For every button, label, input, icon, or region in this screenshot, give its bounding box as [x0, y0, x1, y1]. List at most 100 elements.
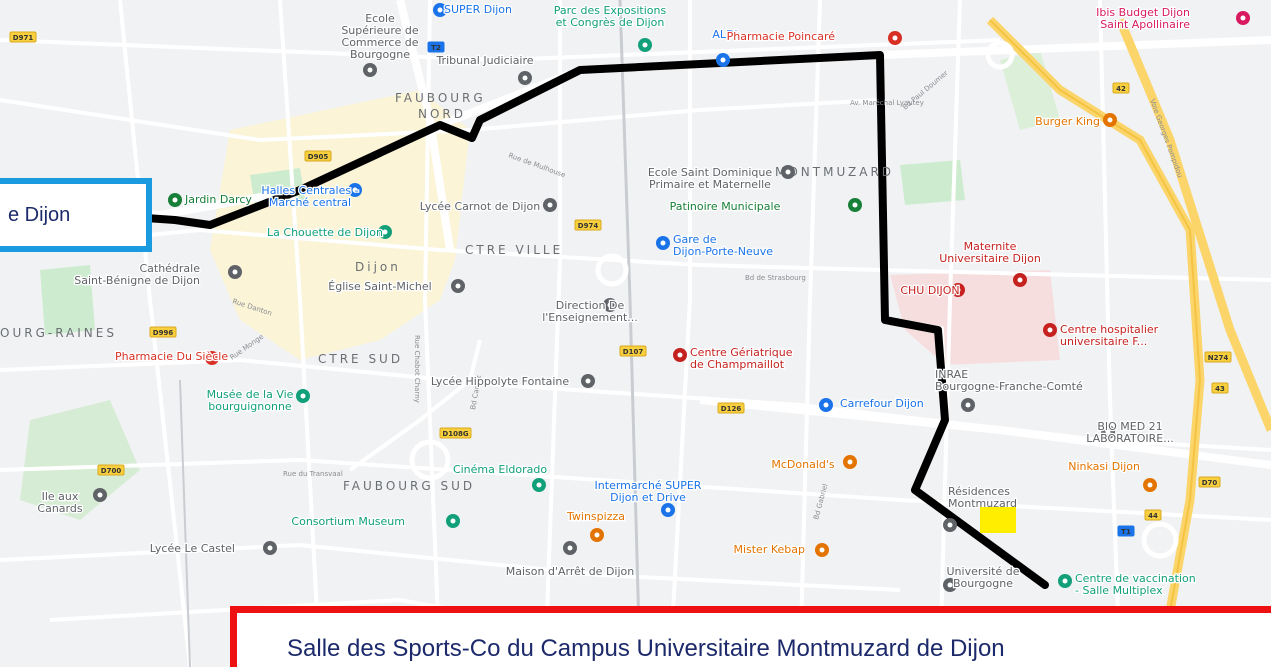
poi-label: Gare de	[673, 233, 717, 246]
svg-text:D70: D70	[1202, 479, 1218, 487]
svg-text:43: 43	[1215, 385, 1225, 393]
poi-marker[interactable]: CHU DIJON	[899, 283, 965, 298]
poi-label: Ibis Budget Dijon	[1096, 6, 1190, 19]
poi-marker[interactable]: ALDI	[711, 27, 739, 67]
poi-pin-dot-icon	[585, 378, 591, 384]
park-zone	[40, 265, 95, 335]
poi-label: Marché central	[269, 196, 351, 209]
route-line	[96, 51, 1049, 589]
poi-pin-dot-icon	[607, 302, 613, 308]
poi-pin-dot-icon	[1047, 327, 1053, 333]
district-label: FAUBOURG	[395, 91, 486, 105]
poi-label: Bourgogne	[953, 577, 1013, 590]
poi-label: Tribunal Judiciaire	[435, 54, 533, 67]
poi-pin-dot-icon	[677, 352, 683, 358]
poi-pin-dot-icon	[1107, 117, 1113, 123]
road-shield: D700	[97, 464, 125, 476]
poi-marker[interactable]: Lycée Le Castel	[149, 541, 277, 556]
poi-marker[interactable]: Carrefour Dijon	[819, 396, 925, 412]
park-montmuzard	[900, 160, 965, 205]
svg-text:D996: D996	[153, 329, 174, 337]
poi-label: Ecole Saint Dominique	[648, 166, 773, 179]
poi-marker[interactable]: Consortium Museum	[290, 514, 460, 529]
poi-pin-dot-icon	[1240, 15, 1246, 21]
poi-pin-dot-icon	[300, 393, 306, 399]
poi-pin-dot-icon	[437, 7, 443, 13]
poi-marker[interactable]: SUPER Dijon	[433, 2, 513, 17]
poi-marker[interactable]: Centre de vaccination- Salle Multiplex	[1058, 571, 1197, 598]
poi-marker[interactable]: Burger King	[1034, 113, 1117, 129]
poi-marker[interactable]: BIO MED 21LABORATOIRE...	[1085, 419, 1175, 447]
poi-pin-dot-icon	[852, 202, 858, 208]
poi-label: Bourgogne	[350, 48, 410, 61]
poi-marker[interactable]: Lycée Hippolyte Fontaine	[430, 374, 595, 389]
street-label: Rue du Transvaal	[283, 470, 343, 478]
svg-text:42: 42	[1116, 85, 1126, 93]
poi-marker[interactable]: Halles Centrales -Marché central	[260, 183, 362, 210]
poi-label: Lycée Carnot de Dijon	[420, 200, 541, 213]
street-label: Av. Maréchal Lyautey	[850, 99, 924, 107]
destination-marker	[980, 507, 1016, 533]
poi-pin-dot-icon	[232, 269, 238, 275]
poi-marker[interactable]: Patinoire Municipale	[668, 198, 862, 214]
poi-label: ALDI	[712, 28, 737, 41]
poi-marker[interactable]: McDonald's	[770, 455, 857, 472]
poi-pin-dot-icon	[660, 240, 666, 246]
svg-text:D126: D126	[721, 405, 742, 413]
poi-label: Halles Centrales -	[261, 184, 358, 197]
poi-label: CHU DIJON	[900, 284, 959, 297]
poi-pin-dot-icon	[847, 459, 853, 465]
street-label: Rue Chabot Charny	[413, 335, 421, 403]
poi-marker[interactable]: Twinspizza	[565, 509, 626, 542]
poi-pin-dot-icon	[947, 522, 953, 528]
poi-pin-dot-icon	[594, 532, 600, 538]
poi-label: Dijon-Porte-Neuve	[673, 245, 773, 258]
road-shield: D126	[717, 402, 745, 414]
poi-marker[interactable]: Tribunal Judiciaire	[434, 53, 535, 85]
road-shield: D905	[304, 150, 332, 162]
poi-marker[interactable]: Pharmacie Du Siècle	[114, 349, 230, 365]
poi-marker[interactable]: Cinéma Eldorado	[452, 462, 549, 492]
poi-marker[interactable]: Ninkasi Dijon	[1067, 459, 1157, 492]
district-label: Dijon	[355, 260, 401, 274]
poi-marker[interactable]: Pharmacie Poincaré	[725, 29, 902, 45]
poi-marker[interactable]: Lycée Carnot de Dijon	[418, 198, 557, 214]
poi-marker[interactable]: Mister Kebap	[732, 542, 829, 557]
poi-pin-dot-icon	[720, 57, 726, 63]
poi-marker[interactable]: Jardin Darcy	[168, 192, 254, 207]
poi-label: Mister Kebap	[733, 543, 805, 556]
poi-marker[interactable]: Église Saint-Michel	[327, 279, 465, 294]
poi-marker[interactable]: La Chouette de Dijon	[266, 225, 392, 240]
district-label: FAUBOURG SUD	[343, 479, 475, 493]
poi-marker[interactable]: Direction Del'Enseignement...	[541, 298, 639, 326]
poi-pin-dot-icon	[823, 402, 829, 408]
railway-south	[179, 379, 191, 667]
poi-label: Parc des Expositions	[554, 4, 667, 17]
poi-pin-dot-icon	[642, 42, 648, 48]
poi-label: Lycée Le Castel	[150, 542, 235, 555]
poi-marker[interactable]: Maison d'Arrêt de Dijon	[505, 541, 636, 579]
poi-pin-dot-icon	[97, 492, 103, 498]
poi-label: Twinspizza	[566, 510, 625, 523]
poi-label: Cinéma Eldorado	[453, 463, 547, 476]
poi-label: Supérieure de	[341, 24, 419, 37]
poi-label: SUPER Dijon	[444, 3, 512, 16]
